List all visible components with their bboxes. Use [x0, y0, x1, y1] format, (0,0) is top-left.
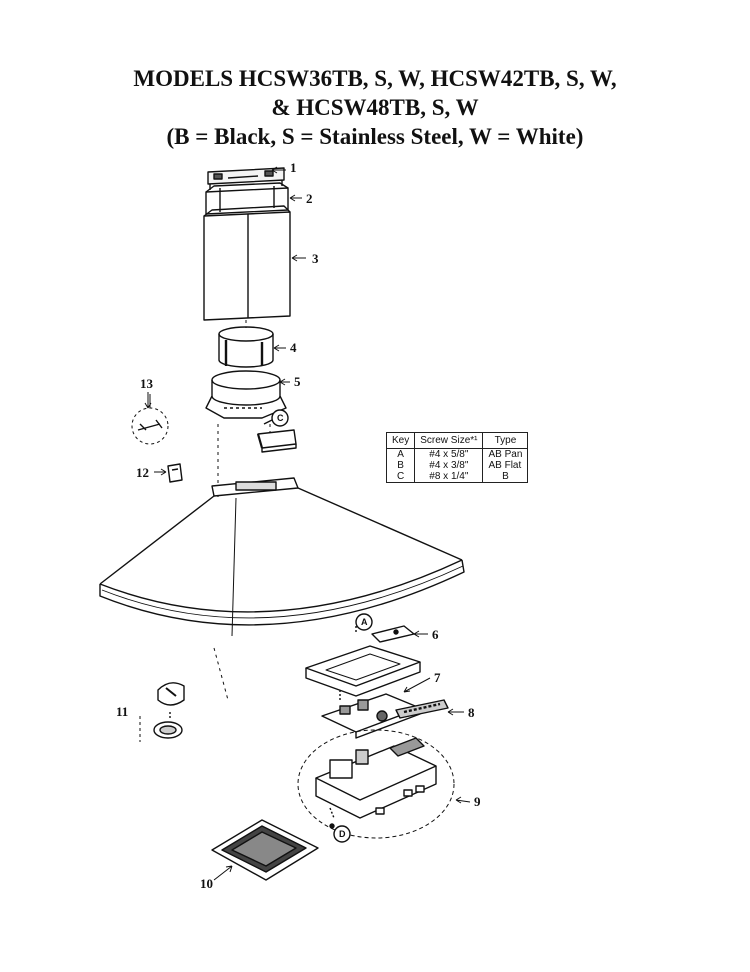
key-header-screw-size: Screw Size*¹ — [414, 432, 484, 449]
callout-12: 12 — [136, 465, 149, 480]
type-cell: AB Pan — [482, 448, 529, 460]
circle-c-marker — [263, 409, 289, 427]
screw-key-table: Key Screw Size*¹ Type A #4 x 5/8" AB Pan… — [385, 432, 529, 483]
table-row: A #4 x 5/8" AB Pan — [385, 448, 529, 460]
callout-13: 13 — [140, 376, 154, 391]
circle-d-marker — [329, 823, 351, 843]
part-13-bulb — [131, 394, 169, 445]
key-cell: C — [385, 471, 416, 483]
diagram-title: MODELS HCSW36TB, S, W, HCSW42TB, S, W, &… — [0, 64, 750, 151]
part-4-duct-ring — [218, 326, 274, 368]
title-line-2: & HCSW48TB, S, W — [271, 95, 479, 120]
key-cell: B — [385, 460, 416, 471]
part-1-mounting-bracket — [207, 167, 285, 190]
title-line-1: MODELS HCSW36TB, S, W, HCSW42TB, S, W, — [133, 66, 617, 91]
screw-size-cell: #8 x 1/4" — [414, 471, 484, 483]
key-table-header: Key Screw Size*¹ Type — [385, 432, 529, 449]
callout-10: 10 — [200, 876, 213, 891]
type-cell: B — [482, 471, 529, 483]
table-row: C #8 x 1/4" B — [385, 471, 529, 483]
callout-11: 11 — [116, 704, 128, 719]
callout-3: 3 — [312, 251, 319, 266]
screw-size-cell: #4 x 5/8" — [414, 448, 484, 460]
hood-canopy — [99, 477, 465, 701]
part-3-lower-duct-cover — [203, 205, 291, 321]
callout-6: 6 — [432, 627, 439, 642]
circle-label-d: D — [339, 829, 346, 839]
callout-9: 9 — [474, 794, 481, 809]
type-cell: AB Flat — [482, 460, 529, 471]
callout-8: 8 — [468, 705, 475, 720]
part-6-baffle-plate — [371, 625, 415, 643]
circle-label-a: A — [361, 617, 368, 627]
control-housing-cover — [305, 645, 421, 700]
part-8-switch-strip — [395, 699, 449, 719]
table-row: B #4 x 3/8" AB Flat — [385, 460, 529, 471]
part-5-blower-transition — [205, 370, 287, 419]
circle-a-marker — [355, 613, 373, 634]
part-10-grease-filter — [211, 819, 319, 881]
key-header-type: Type — [482, 432, 529, 449]
circle-label-c: C — [277, 413, 284, 423]
key-header-key: Key — [385, 432, 416, 449]
callout-2: 2 — [306, 191, 313, 206]
callout-1: 1 — [290, 160, 297, 175]
callout-4: 4 — [290, 340, 297, 355]
part-11-knob-and-lens — [139, 682, 185, 742]
leader-lines — [144, 166, 471, 881]
key-cell: A — [385, 448, 416, 460]
part-9-control-panel — [297, 729, 455, 839]
callout-5: 5 — [294, 374, 301, 389]
screw-size-cell: #4 x 3/8" — [414, 460, 484, 471]
callout-7: 7 — [434, 670, 441, 685]
small-bracket-part — [256, 429, 297, 453]
title-line-3: (B = Black, S = Stainless Steel, W = Whi… — [166, 124, 584, 149]
part-12-clip — [167, 463, 183, 483]
